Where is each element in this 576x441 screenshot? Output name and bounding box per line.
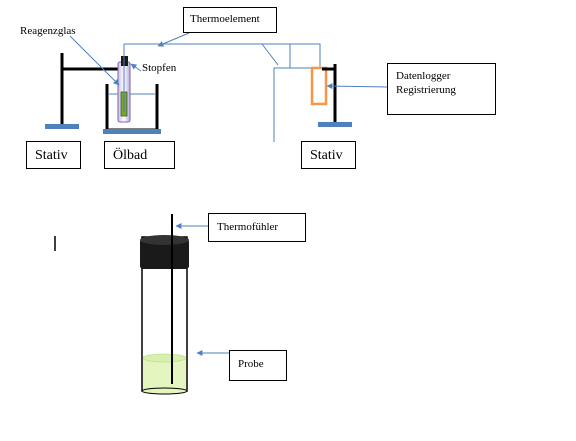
left-stand-base <box>45 124 79 129</box>
stativ-left-label-box: Stativ <box>26 141 81 169</box>
thermofuehler-label: Thermofühler <box>217 221 279 233</box>
stativ-left-label: Stativ <box>35 148 68 163</box>
datenlogger-label: Datenlogger <box>396 70 451 82</box>
probe-label-box: Probe <box>229 350 287 381</box>
thermofuehler-label-box: Thermofühler <box>208 213 306 242</box>
thermoelement-label-box: Thermoelement <box>183 7 277 33</box>
vial-cap-top <box>140 235 189 245</box>
data-logger <box>310 66 328 106</box>
oil-bath-heater <box>103 129 161 134</box>
oelbad-label-box: Ölbad <box>104 141 175 169</box>
test-tube <box>117 44 131 123</box>
datenlogger-arrow <box>326 83 388 90</box>
vial-bottom <box>141 387 188 395</box>
left-stand <box>45 53 123 129</box>
vial-cap <box>140 239 189 269</box>
probe-label: Probe <box>238 358 264 370</box>
oelbad-label: Ölbad <box>113 148 148 163</box>
thermoelement-label: Thermoelement <box>190 13 260 25</box>
wire-2 <box>261 43 279 66</box>
oil-bath <box>103 84 161 134</box>
stopfen-arrow <box>130 63 142 72</box>
sample-vial <box>140 214 229 395</box>
logger-body <box>310 66 328 106</box>
registrierung-label: Registrierung <box>396 84 456 96</box>
right-stand-base <box>318 122 352 127</box>
datenlogger-label-box: Datenlogger Registrierung <box>387 63 496 115</box>
thermoelement-arrow <box>157 32 190 47</box>
reagenzglas-label: Reagenzglas <box>20 25 76 37</box>
upper-label-arrows <box>69 32 388 90</box>
reagenzglas-arrow <box>69 35 120 86</box>
oil-bath-vessel <box>105 84 159 132</box>
vial-sample-surface <box>142 353 187 363</box>
vial-sample-fill <box>143 358 186 390</box>
wire-1 <box>124 43 291 142</box>
stopfen-label: Stopfen <box>142 62 177 74</box>
stativ-right-label-box: Stativ <box>301 141 356 169</box>
stativ-right-label: Stativ <box>310 148 343 163</box>
thermocouple-wires <box>124 43 330 142</box>
right-stand <box>318 64 352 127</box>
